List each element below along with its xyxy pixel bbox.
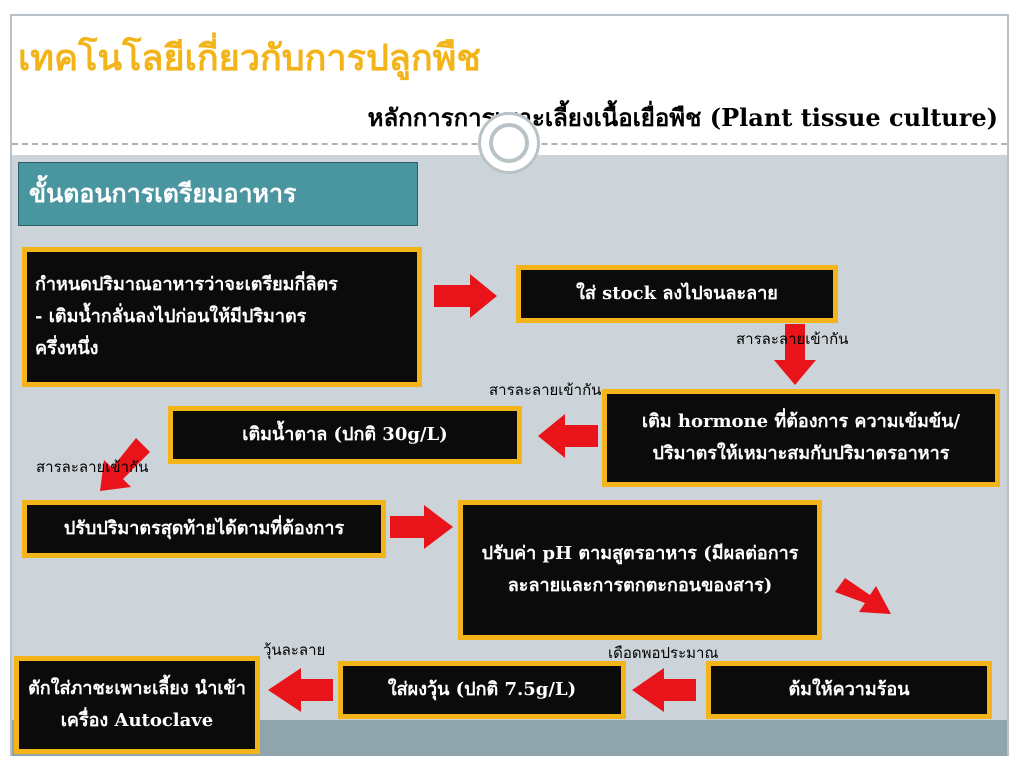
note-dissolved-2: สารละลายเข้ากัน	[489, 381, 602, 399]
arrow-right-icon	[434, 274, 497, 318]
step-add-hormone-text: เติม hormone ที่ต้องการ ความเข้มข้น/ปริม…	[641, 411, 961, 464]
arrow-left-icon	[632, 668, 696, 712]
slide-subtitle: หลักการการเพาะเลี้ยงเนื้อเยื่อพืช (Plant…	[367, 103, 998, 132]
frame-right	[1007, 14, 1009, 756]
step-dispense-autoclave-text: ตักใส่ภาชะเพาะเลี้ยง นำเข้าเครื่อง Autoc…	[28, 678, 246, 731]
section-title: ขั้นตอนการเตรียมอาหาร	[18, 162, 418, 226]
step-add-stock: ใส่ stock ลงไปจนละลาย	[516, 265, 838, 323]
step-add-agar: ใส่ผงวุ้น (ปกติ 7.5g/L)	[338, 661, 626, 719]
arrow-right-icon	[390, 505, 453, 549]
step-dispense-autoclave: ตักใส่ภาชะเพาะเลี้ยง นำเข้าเครื่อง Autoc…	[14, 656, 260, 754]
step-add-agar-text: ใส่ผงวุ้น (ปกติ 7.5g/L)	[387, 679, 577, 700]
arrow-down-right-icon	[835, 578, 891, 614]
note-boil-approx: เดือดพอประมาณ	[608, 644, 719, 662]
arrow-left-icon	[268, 668, 333, 712]
note-dissolved-3: สารละลายเข้ากัน	[36, 458, 149, 476]
step-heat-text: ต้มให้ความร้อน	[788, 679, 910, 700]
arrow-left-icon	[538, 414, 598, 458]
step-adjust-volume-text: ปรับปริมาตรสุดท้ายได้ตามที่ต้องการ	[63, 518, 345, 539]
divider-ring-inner-icon	[489, 123, 529, 163]
note-agar-dissolved: วุ้นละลาย	[263, 641, 326, 659]
step-determine-volume-text: กำหนดปริมาณอาหารว่าจะเตรียมกี่ลิตร - เติ…	[35, 274, 338, 359]
step-adjust-volume: ปรับปริมาตรสุดท้ายได้ตามที่ต้องการ	[22, 500, 386, 558]
step-add-stock-text: ใส่ stock ลงไปจนละลาย	[576, 283, 778, 304]
step-add-hormone: เติม hormone ที่ต้องการ ความเข้มข้น/ปริม…	[602, 389, 1000, 487]
arrow-down-icon	[774, 324, 816, 385]
step-adjust-ph: ปรับค่า pH ตามสูตรอาหาร (มีผลต่อการละลาย…	[458, 500, 822, 640]
note-dissolved-1: สารละลายเข้ากัน	[736, 330, 849, 348]
arrow-down-left-icon	[100, 438, 150, 491]
step-adjust-ph-text: ปรับค่า pH ตามสูตรอาหาร (มีผลต่อการละลาย…	[481, 543, 799, 596]
slide-title: เทคโนโลยีเกี่ยวกับการปลูกพืช	[18, 37, 481, 79]
step-add-sugar-text: เติมน้ำตาล (ปกติ 30g/L)	[242, 424, 448, 445]
step-determine-volume: กำหนดปริมาณอาหารว่าจะเตรียมกี่ลิตร - เติ…	[22, 247, 422, 387]
frame-left	[10, 14, 12, 756]
step-add-sugar: เติมน้ำตาล (ปกติ 30g/L)	[168, 406, 522, 464]
step-heat: ต้มให้ความร้อน	[706, 661, 992, 719]
frame-top	[10, 14, 1009, 16]
